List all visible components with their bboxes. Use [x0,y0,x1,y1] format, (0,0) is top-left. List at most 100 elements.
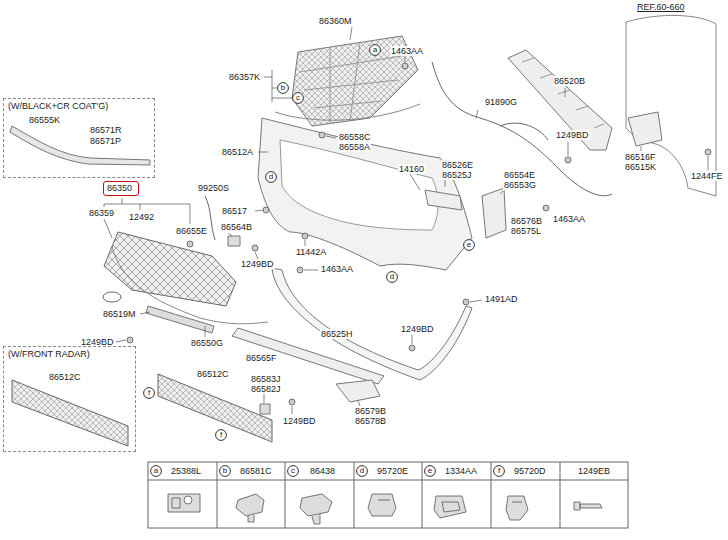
circle-shape [387,272,398,283]
callout-letter: a [150,465,162,477]
clip [228,236,240,246]
part-number: 86579B [354,406,387,416]
table-cell: 25388L [170,466,202,476]
callout-letter: c [287,465,299,477]
circle-shape [216,430,227,441]
part-number: 86558A [338,142,371,152]
callout-letter: d [386,271,398,283]
fastener [187,241,193,247]
garnish [146,306,214,333]
table-rule [560,462,561,528]
part-number: 86554E [503,170,536,180]
callout-circle: f [215,429,227,441]
part-number: 86516F [624,152,657,162]
fastener [409,345,415,351]
callout-letter: b [219,465,231,477]
circle-shape [266,172,277,183]
fastener [565,157,571,163]
table-border [148,462,628,528]
table-rule [285,462,286,528]
part-number: 86558C [338,132,372,142]
part-number: 86520B [553,76,586,86]
fastener [705,149,711,155]
moulding [10,126,150,165]
part-number: 86655E [175,226,208,236]
fastener-icon [574,502,602,510]
callout-letter: f [493,465,505,477]
variant-note: (W/FRONT RADAR) [8,349,90,359]
part-number: 86578B [354,416,387,426]
part-number: 86360M [318,16,353,26]
fastener [289,399,295,405]
table-rule [217,462,218,528]
radar-grille [12,380,128,446]
bracket [482,188,506,238]
circle-shape [151,466,162,477]
seal [425,190,462,210]
fastener-icon [300,494,332,524]
callout-number: 86350 [104,182,138,194]
callout-circle: b [219,465,231,477]
part-number: 99250S [197,183,230,193]
circle-shape [288,466,299,477]
part-number: 86575L [510,226,542,236]
callout-circle: c [292,92,304,104]
part-number: 1249BD [555,130,590,140]
table-cell: 95720E [376,466,409,476]
fastener [463,299,469,305]
part-number: 1249BD [282,416,317,426]
circle-shape [370,45,381,56]
fastener [252,245,258,251]
wire [432,62,612,196]
part-number: 11442A [295,247,327,257]
callout-circle: c [287,465,299,477]
beam-ribs [522,58,604,128]
part-number: 86515K [624,162,657,172]
part-number: 86525J [441,170,473,180]
part-number: 86525H [320,329,354,339]
fastener [319,132,325,138]
part-number: 86519M [102,309,137,319]
clip [260,404,270,414]
circle-shape [357,466,368,477]
circle-shape [464,240,475,251]
variant-note: (W/BLACK+CR COAT'G) [8,101,108,111]
part-number: 86357K [228,72,261,82]
fastener-icon [434,496,466,518]
callout-letter: e [463,239,475,251]
grille-opening [280,140,438,230]
fastener-icon [236,494,264,522]
fastener [297,267,303,273]
callout-letter: a [369,44,381,56]
callout-letter: f [143,387,155,399]
part-number: 86553G [503,180,537,190]
callout-circle: a [150,465,162,477]
part-number: 86512A [221,147,254,157]
fastener [127,337,133,343]
callout-letter: d [265,171,277,183]
grille [104,232,236,306]
table-rule [148,480,628,481]
side-piece [336,380,380,402]
table-cell: 86438 [309,466,336,476]
callout-letter: e [424,465,436,477]
bumper-cover [258,118,472,270]
part-number: 86555K [28,115,61,125]
part-number: 12492 [128,212,155,222]
part-number: 1491AD [484,294,519,304]
fastener-icon [168,494,200,512]
fastener [402,63,408,69]
table-rule [354,462,355,528]
callout-circle: a [369,44,381,56]
illustration-shapes [10,15,716,446]
part-number: 14160 [398,164,425,174]
part-number: 1463AA [320,264,354,274]
callout-circle: b [277,82,289,94]
callout-letter: b [277,82,289,94]
part-number: 86571R [89,125,123,135]
part-number: 86564B [220,222,253,232]
callout-circle: f [493,465,505,477]
callout-letter: f [215,429,227,441]
table-rule [422,462,423,528]
fastener [543,205,549,211]
